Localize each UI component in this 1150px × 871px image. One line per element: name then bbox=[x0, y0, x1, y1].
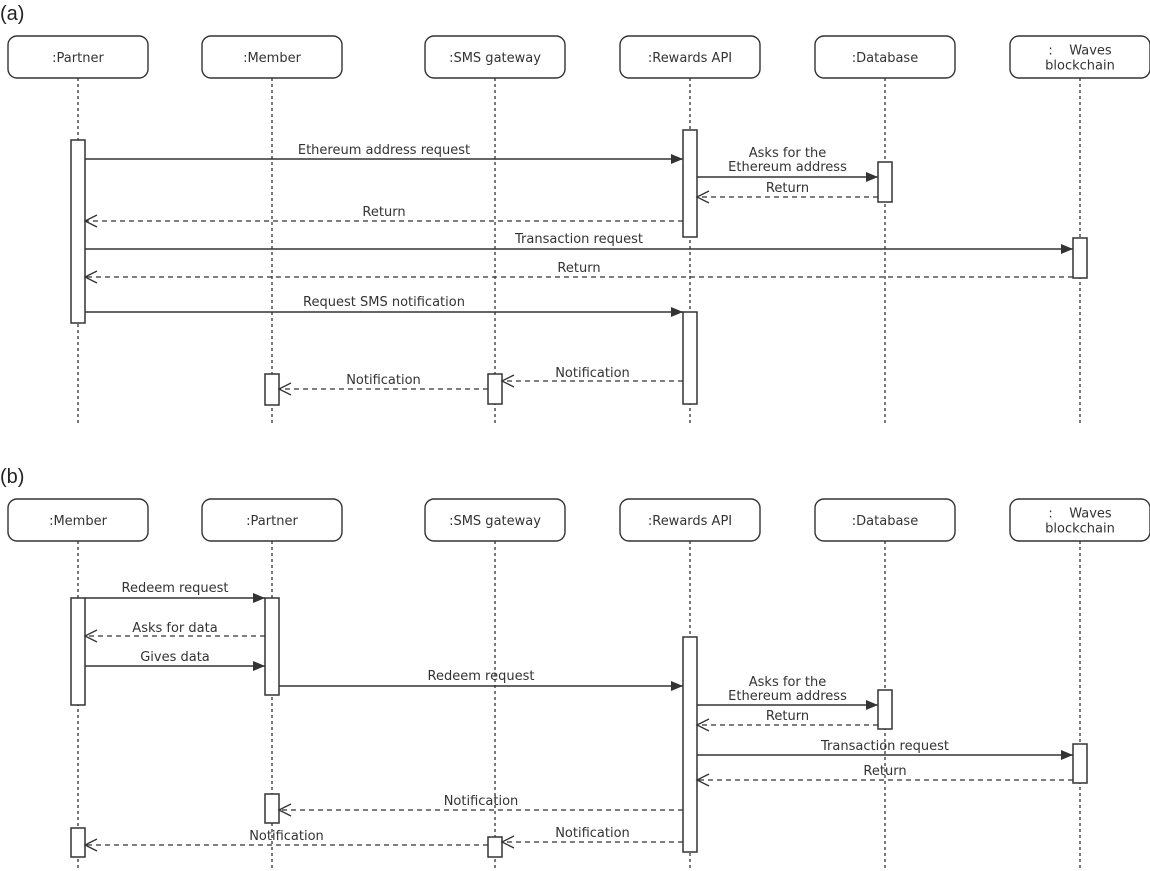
participant-box-api bbox=[619, 35, 761, 79]
participant-box-db bbox=[814, 35, 956, 79]
arrowhead-filled-icon bbox=[253, 593, 265, 603]
participant-label-waves: blockchain bbox=[1045, 59, 1115, 74]
arrowhead-open-icon bbox=[83, 270, 98, 284]
activation-bar-member bbox=[70, 827, 86, 858]
participant-box-waves bbox=[1009, 35, 1150, 79]
message-label: Ethereum address bbox=[728, 160, 847, 175]
arrowhead-filled-icon bbox=[1061, 750, 1073, 760]
arrowhead-open-icon bbox=[83, 214, 98, 228]
message-label: Request SMS notification bbox=[303, 295, 465, 310]
message-label: Asks for data bbox=[132, 621, 217, 636]
arrowhead-filled-icon bbox=[671, 154, 683, 164]
arrowhead-open-icon bbox=[83, 629, 98, 643]
activation-bar-member bbox=[264, 373, 280, 406]
arrowhead-open-icon bbox=[695, 718, 710, 732]
participant-box-db bbox=[814, 498, 956, 542]
arrowhead-open-icon bbox=[277, 382, 292, 396]
arrowhead-open-icon bbox=[277, 803, 292, 817]
message-label: Transaction request bbox=[514, 232, 643, 247]
arrowhead-filled-icon bbox=[671, 681, 683, 691]
participant-box-waves bbox=[1009, 498, 1150, 542]
arrowhead-filled-icon bbox=[866, 172, 878, 182]
participant-label-member: :Member bbox=[49, 514, 108, 529]
arrowhead-open-icon bbox=[695, 773, 710, 787]
arrowhead-open-icon bbox=[83, 838, 98, 852]
panel-label: (a) bbox=[0, 3, 24, 25]
participant-box-sms bbox=[424, 498, 566, 542]
participant-label-waves: blockchain bbox=[1045, 522, 1115, 537]
message-label: Return bbox=[557, 261, 600, 276]
participant-box-member bbox=[7, 498, 149, 542]
activation-bar-waves bbox=[1072, 237, 1088, 279]
arrowhead-filled-icon bbox=[671, 307, 683, 317]
message-label: Return bbox=[766, 181, 809, 196]
activation-bar-sms bbox=[487, 836, 503, 858]
message-label: Notification bbox=[555, 826, 630, 841]
participant-label-db: :Database bbox=[852, 514, 918, 529]
participant-label-member: :Member bbox=[243, 51, 302, 66]
arrowhead-filled-icon bbox=[253, 661, 265, 671]
message-label: Notification bbox=[555, 366, 630, 381]
activation-bar-partner bbox=[264, 793, 280, 824]
participant-box-partner bbox=[7, 35, 149, 79]
participant-label-waves: : Waves bbox=[1048, 507, 1112, 522]
activation-bar-partner bbox=[70, 139, 86, 324]
participant-label-db: :Database bbox=[852, 51, 918, 66]
activation-bar-db bbox=[877, 161, 893, 203]
message-label: Notification bbox=[444, 794, 519, 809]
participant-label-api: :Rewards API bbox=[648, 51, 732, 66]
panel-label: (b) bbox=[0, 466, 24, 488]
message-label: Return bbox=[766, 709, 809, 724]
participant-label-api: :Rewards API bbox=[648, 514, 732, 529]
participant-label-sms: :SMS gateway bbox=[449, 51, 541, 66]
arrowhead-open-icon bbox=[500, 835, 515, 849]
activation-bar-sms bbox=[487, 373, 503, 405]
participant-box-partner bbox=[201, 498, 343, 542]
activation-bar-partner bbox=[264, 597, 280, 696]
activation-bar-api bbox=[682, 311, 698, 405]
message-label: Ethereum address bbox=[728, 689, 847, 704]
message-label: Transaction request bbox=[820, 739, 949, 754]
participant-label-partner: :Partner bbox=[52, 51, 104, 66]
message-label: Redeem request bbox=[428, 669, 535, 684]
message-label: Notification bbox=[249, 829, 324, 844]
message-label: Ethereum address request bbox=[298, 143, 470, 158]
message-label: Asks for the bbox=[749, 146, 826, 161]
arrowhead-filled-icon bbox=[866, 700, 878, 710]
message-label: Notification bbox=[346, 373, 421, 388]
arrowhead-open-icon bbox=[500, 374, 515, 388]
message-label: Return bbox=[362, 205, 405, 220]
participant-label-waves: : Waves bbox=[1048, 44, 1112, 59]
participant-box-sms bbox=[424, 35, 566, 79]
participant-label-partner: :Partner bbox=[246, 514, 298, 529]
message-label: Asks for the bbox=[749, 675, 826, 690]
activation-bar-waves bbox=[1072, 743, 1088, 784]
activation-bar-api bbox=[682, 129, 698, 238]
arrowhead-filled-icon bbox=[1061, 244, 1073, 254]
activation-bar-member bbox=[70, 597, 86, 706]
participant-label-sms: :SMS gateway bbox=[449, 514, 541, 529]
message-label: Redeem request bbox=[122, 581, 229, 596]
activation-bar-api bbox=[682, 636, 698, 853]
message-label: Gives data bbox=[140, 650, 210, 665]
participant-box-member bbox=[201, 35, 343, 79]
participant-box-api bbox=[619, 498, 761, 542]
arrowhead-open-icon bbox=[695, 190, 710, 204]
message-label: Return bbox=[863, 764, 906, 779]
activation-bar-db bbox=[877, 689, 893, 730]
